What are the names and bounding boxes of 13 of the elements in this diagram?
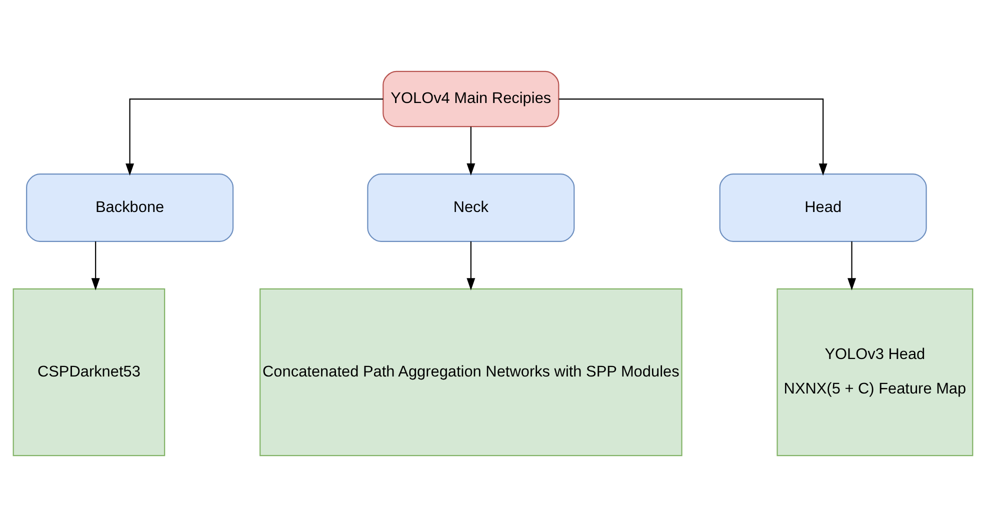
node-box: Concatenated Path Aggregation Networks with SPP Modules	[260, 288, 682, 456]
arrow	[848, 241, 856, 290]
node-box: YOLOv3 Head NXNX(5 + C) Feature Map	[776, 288, 974, 456]
node-box: Neck	[367, 174, 575, 242]
node-box: CSPDarknet53	[12, 288, 166, 456]
arrow	[126, 98, 384, 176]
arrow	[558, 98, 828, 176]
arrow	[466, 126, 476, 176]
arrow	[466, 241, 476, 290]
arrow	[91, 241, 100, 290]
node-box: Backbone	[26, 174, 234, 242]
node-box: Head	[719, 174, 927, 242]
node-box: YOLOv4 Main Recipies	[382, 70, 560, 128]
